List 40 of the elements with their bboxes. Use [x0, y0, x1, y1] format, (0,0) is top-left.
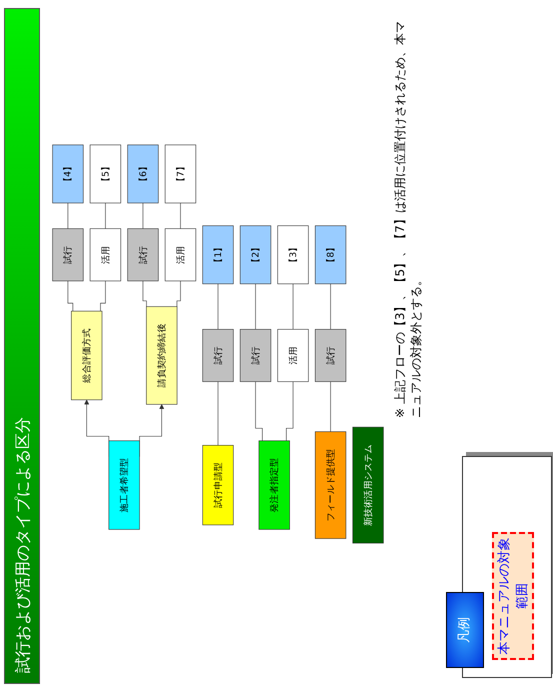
node-box: 試行 [127, 228, 159, 282]
connector [180, 202, 181, 229]
node-box: 【1】 [202, 225, 234, 284]
node-box: 試行申請型 [202, 445, 234, 526]
node-box: 活用 [277, 329, 309, 382]
node-box: 発注者指定型 [258, 440, 290, 530]
node-box: 請負契約締結後 [146, 306, 178, 405]
node-box: 活用 [164, 228, 196, 282]
node-box: 【3】 [277, 225, 309, 284]
node-box: 試行 [314, 329, 346, 382]
node-box: 総合評価方式 [71, 310, 102, 400]
node-box: 【5】 [90, 144, 122, 204]
connector [330, 284, 331, 330]
connector [68, 280, 74, 312]
connector [105, 202, 106, 229]
node-box: フィールド提供型 [314, 431, 346, 539]
connector [176, 280, 181, 307]
node-box: 活用 [90, 228, 122, 282]
footnote: ※ 上記フローの【3】、【5】、【7】は活用に位置付けされるため、本マニュアルの対象外とする。 [392, 20, 424, 418]
node-box: 【2】 [240, 225, 272, 284]
node-box: 【7】 [164, 144, 196, 204]
node-box: 新技術活用システム [352, 426, 384, 544]
node-box: 施工者希望型 [108, 440, 140, 530]
legend-sample: 本マニュアルの対象範囲 [492, 532, 534, 660]
node-box: 試行 [52, 228, 84, 282]
node-box: 試行 [202, 329, 234, 382]
legend-heading: 凡例 [446, 592, 484, 668]
connector [142, 202, 144, 229]
node-box: 【4】 [52, 144, 84, 204]
connector [255, 284, 256, 330]
connector [142, 280, 147, 307]
node-box: 【8】 [314, 225, 346, 284]
node-box: 試行 [240, 329, 272, 382]
connector [330, 381, 331, 432]
connector [292, 284, 294, 330]
title-band: 試行および活用のタイプによる区分 [4, 8, 40, 684]
node-box: 【6】 [127, 144, 159, 204]
connector [255, 381, 263, 442]
connector [100, 280, 106, 312]
connector [286, 381, 294, 442]
